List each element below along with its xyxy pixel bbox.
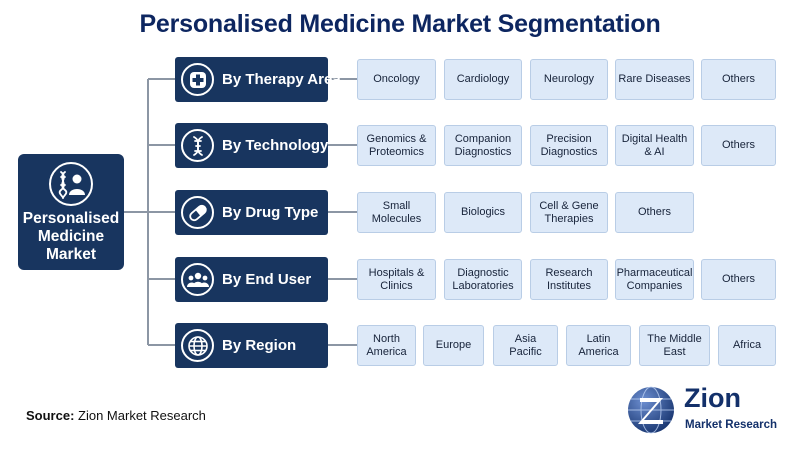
segment-label: By Technology [222,137,329,154]
segment-item: Africa [718,325,776,366]
medical-cross-icon [181,63,214,96]
segment-item: Europe [423,325,484,366]
capsule-icon [181,196,214,229]
segment-drug-type: By Drug Type [175,190,328,235]
segment-item: Diagnostic Laboratories [444,259,522,300]
segment-item: Research Institutes [530,259,608,300]
segment-label: By Region [222,337,297,354]
segment-label: By Therapy Area [222,71,341,88]
source-note: Source: Zion Market Research [26,408,206,423]
source-label: Source: [26,408,75,423]
segment-therapy-area: By Therapy Area [175,57,341,102]
segment-item: Asia Pacific [493,325,558,366]
segment-item: Pharmaceutical Companies [615,259,694,300]
segment-item: Biologics [444,192,522,233]
segment-label: By End User [222,271,312,288]
segment-item: Digital Health & AI [615,125,694,166]
segment-item: Neurology [530,59,608,100]
segment-item: Genomics & Proteomics [357,125,436,166]
globe-icon [181,329,214,362]
segment-item: Oncology [357,59,436,100]
segment-item: Companion Diagnostics [444,125,522,166]
logo-subtitle: Market Research [685,419,778,431]
users-icon [181,263,214,296]
segment-item: Hospitals & Clinics [357,259,436,300]
segment-label: By Drug Type [222,204,319,221]
segment-item: Others [701,59,776,100]
dna-icon [181,129,214,162]
root-label: Personalised Medicine Market [22,210,120,263]
segment-item: Precision Diagnostics [530,125,608,166]
dna-person-icon [49,162,93,206]
segment-item: Small Molecules [357,192,436,233]
segment-item: North America [357,325,416,366]
segment-item: Rare Diseases [615,59,694,100]
logo-name: Zion [684,383,741,413]
globe-logo-icon [628,386,674,434]
source-text: Zion Market Research [78,408,206,423]
segment-item: The Middle East [639,325,710,366]
segment-item: Others [615,192,694,233]
segment-region: By Region [175,323,328,368]
segment-end-user: By End User [175,257,328,302]
page-title: Personalised Medicine Market Segmentatio… [139,10,661,38]
segment-item: Others [701,259,776,300]
segment-item: Cell & Gene Therapies [530,192,608,233]
segment-technology: By Technology [175,123,328,168]
segment-item: Cardiology [444,59,522,100]
segment-item: Latin America [566,325,631,366]
zion-logo: Zion Market Research [626,383,786,437]
root-node: Personalised Medicine Market [18,154,124,270]
segment-item: Others [701,125,776,166]
